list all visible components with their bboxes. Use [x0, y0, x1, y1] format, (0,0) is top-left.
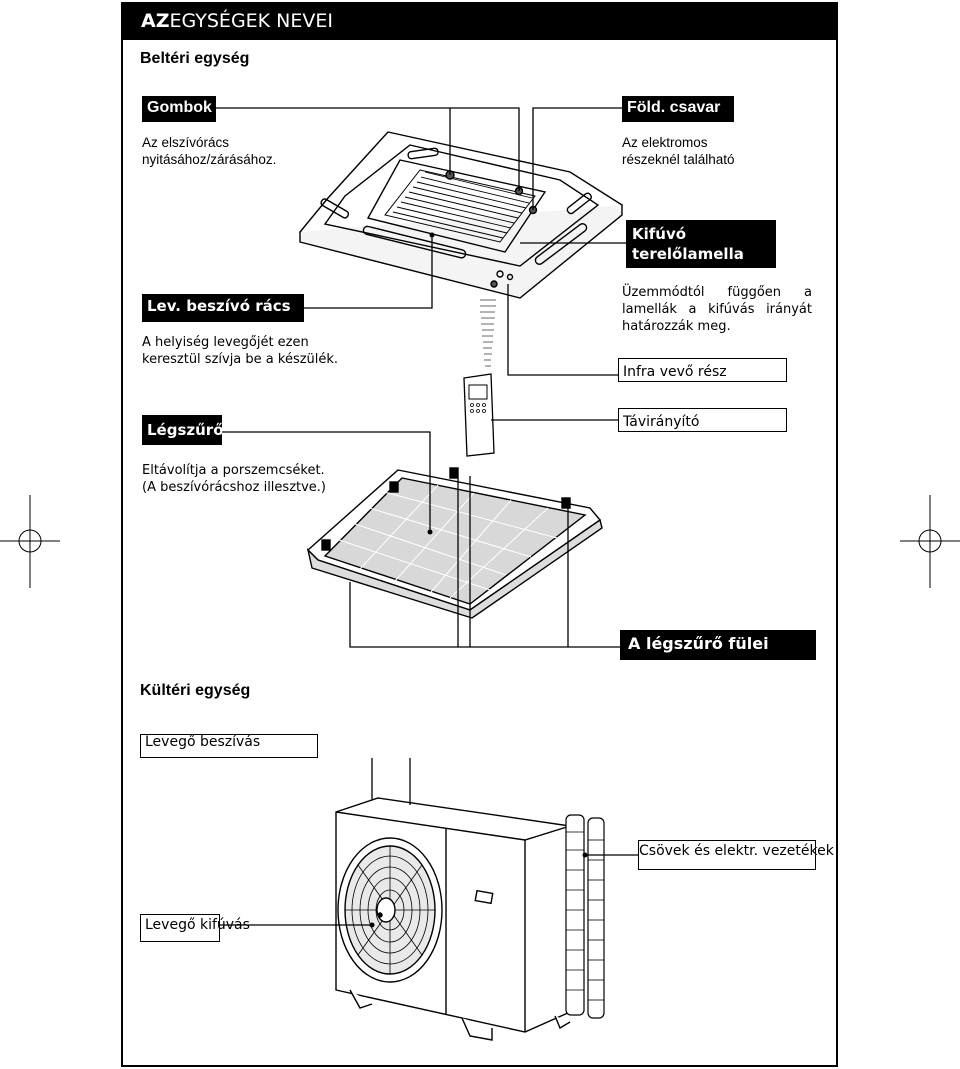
ground-screw-description: Az elektromos részeknél található	[622, 134, 735, 168]
air-intake-desc-line2: keresztül szívja be a készülék.	[142, 352, 339, 367]
air-intake-grille-label: Lev. beszívó rács	[142, 294, 304, 322]
louver-desc-line2: lamellák a kifúvás irányát	[622, 302, 812, 317]
buttons-desc-line2: nyitásához/zárásához.	[142, 152, 277, 167]
remote-label: Távirányító	[618, 408, 787, 432]
louver-label: Kifúvó terelőlamella	[626, 220, 776, 268]
louver-label-line1: Kifúvó	[632, 225, 687, 243]
air-inlet-label: Levegő beszívás	[140, 734, 318, 758]
air-filter-desc-line1: Eltávolítja a porszemcséket.	[142, 463, 325, 478]
leader-lines	[216, 107, 638, 926]
ir-receiver-label: Infra vevő rész	[618, 358, 787, 382]
buttons-label: Gombok	[142, 96, 216, 122]
ground-screw-desc-line2: részeknél található	[622, 152, 735, 167]
louver-desc-line3: határozzák meg.	[622, 319, 731, 334]
indoor-section-title: Beltéri egység	[140, 50, 250, 67]
air-intake-grille-description: A helyiség levegőjét ezen keresztül szív…	[142, 334, 338, 368]
indoor-cassette-unit	[298, 131, 624, 299]
outdoor-unit	[335, 797, 605, 1041]
louver-description: Üzemmódtól függően a lamellák a kifúvás …	[622, 284, 812, 335]
title-bold: AZ	[141, 10, 170, 32]
remote-control	[463, 373, 495, 457]
air-filter-panel	[306, 467, 603, 619]
ground-screw-desc-line1: Az elektromos	[622, 135, 708, 150]
ground-screw-label: Föld. csavar	[622, 96, 734, 122]
filter-tabs-label: A légszűrő fülei	[620, 630, 816, 660]
air-intake-desc-line1: A helyiség levegőjét ezen	[142, 335, 309, 350]
outdoor-section-title: Kültéri egység	[140, 682, 251, 699]
buttons-desc-line1: Az elszívórács	[142, 135, 230, 150]
louver-label-line2: terelőlamella	[632, 245, 744, 263]
louver-desc-line1: Üzemmódtól függően a	[622, 285, 812, 300]
air-outlet-label: Levegő kifúvás	[140, 914, 250, 942]
page-title: AZEGYSÉGEK NEVEI	[121, 2, 838, 40]
infrared-beam	[480, 299, 496, 367]
pipes-label: Csövek és elektr. vezetékek	[638, 840, 834, 870]
air-filter-desc-line2: (A beszívórácshoz illesztve.)	[142, 480, 327, 495]
buttons-description: Az elszívórács nyitásához/zárásához.	[142, 134, 276, 168]
air-filter-description: Eltávolítja a porszemcséket. (A beszívór…	[142, 462, 326, 496]
title-rest: EGYSÉGEK NEVEI	[169, 10, 333, 32]
air-filter-label: Légszűrő	[142, 415, 222, 445]
